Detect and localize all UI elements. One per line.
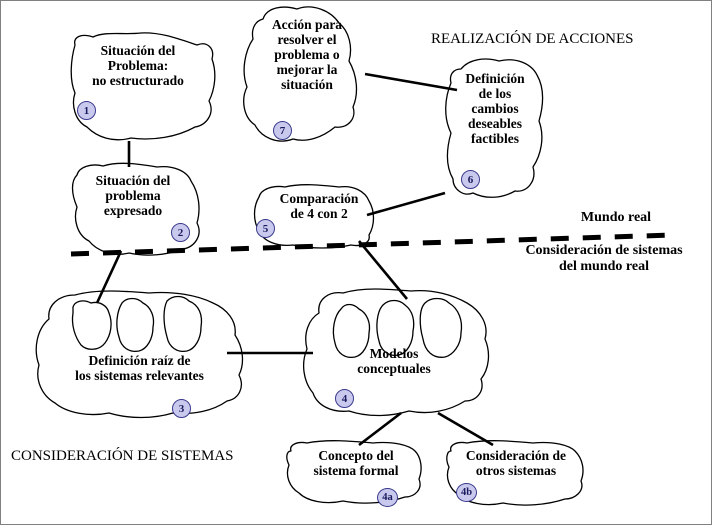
blob-outline-7 — [243, 6, 358, 142]
boundary-label-mundo-real: Mundo real — [580, 210, 652, 225]
node-badge-7: 7 — [273, 121, 292, 140]
blob-squiggle-4a — [332, 303, 371, 359]
connector-4-4a — [358, 411, 402, 447]
node-badge-2: 2 — [171, 223, 190, 242]
blob-squiggle-4b — [376, 299, 415, 357]
heading-realizacion-de-acciones: REALIZACIÓN DE ACCIONES — [431, 31, 634, 47]
boundary-label-consideracion-sistemas-mundo-real: Consideración de sistemas del mundo real — [525, 243, 683, 275]
boundary-dashed-line — [70, 232, 674, 257]
blob-outline-4 — [302, 288, 490, 417]
node-badge-3: 3 — [172, 399, 191, 418]
blob-outline-3 — [35, 290, 244, 419]
connector-4-4b — [437, 411, 494, 447]
node-badge-4b: 4b — [456, 483, 477, 502]
heading-consideracion-de-sistemas: CONSIDERACIÓN DE SISTEMAS — [11, 448, 234, 464]
node-badge-6: 6 — [461, 170, 480, 189]
connector-6-5 — [366, 191, 446, 217]
blob-squiggle-3b — [116, 297, 155, 353]
blob-squiggle-4c — [419, 297, 463, 358]
blob-outline-6 — [445, 58, 544, 198]
node-badge-5: 5 — [256, 219, 275, 238]
connector-7-6 — [364, 72, 458, 92]
connector-2-3 — [95, 250, 123, 304]
blob-outline-4a — [286, 440, 422, 504]
blob-outline-1 — [70, 32, 216, 141]
blob-outline-5 — [253, 184, 375, 249]
node-badge-1: 1 — [77, 101, 96, 120]
blob-squiggle-3c — [163, 295, 203, 353]
connector-5-4 — [357, 240, 409, 300]
node-badge-4: 4 — [335, 389, 354, 408]
blob-squiggle-3a — [71, 300, 112, 350]
blob-outline-4b — [446, 440, 584, 506]
node-badge-4a: 4a — [377, 488, 398, 507]
